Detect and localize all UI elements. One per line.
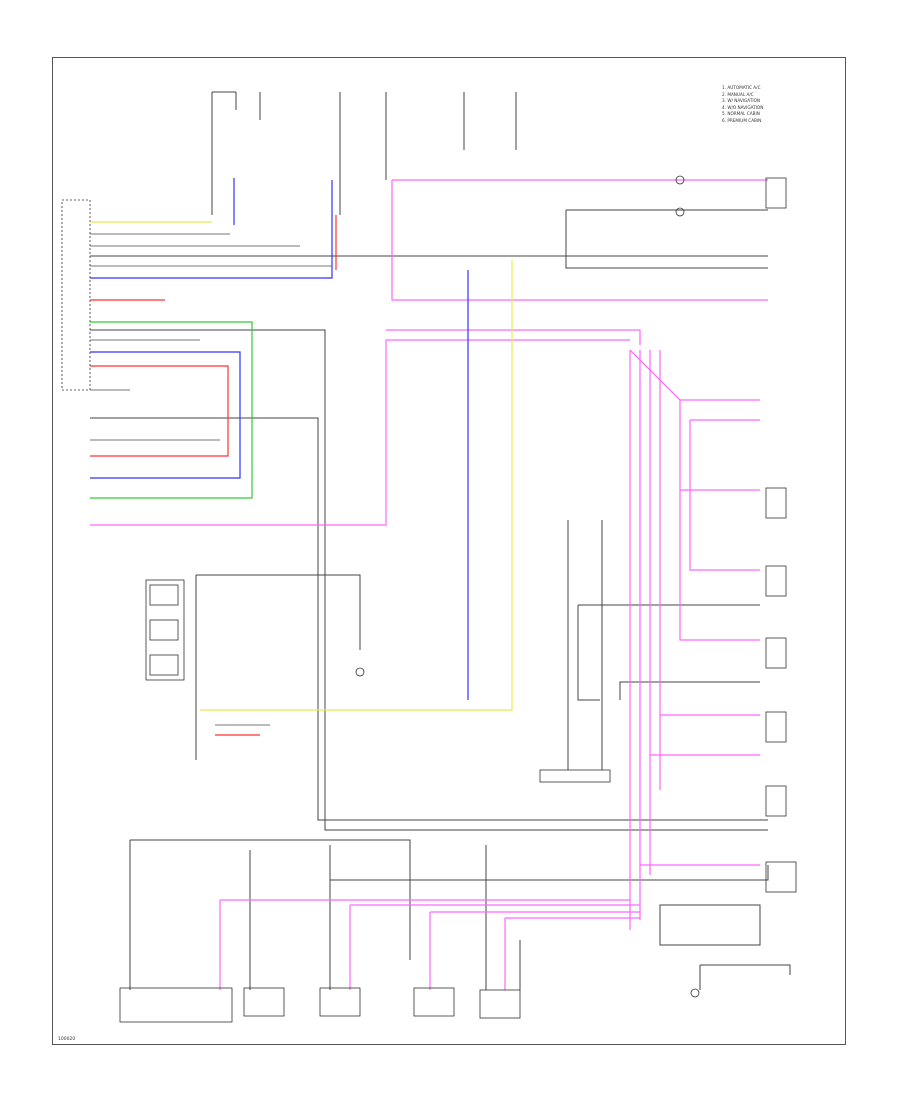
note-item: 6. PREMIUM CABIN xyxy=(722,117,762,123)
note-item: 3. W/ NAVIGATION xyxy=(722,98,761,104)
yellow-wires xyxy=(90,221,513,711)
diagram-id: 100020 xyxy=(58,1037,76,1042)
note-item: 5. NORMAL CABIN xyxy=(722,111,760,117)
legend-notes: 1. AUTOMATIC A/C 2. MANUAL A/C 3. W/ NAV… xyxy=(722,85,763,125)
gray-wires xyxy=(90,233,332,726)
note-item: 1. AUTOMATIC A/C xyxy=(722,85,761,90)
note-item: 2. MANUAL A/C xyxy=(722,91,754,97)
pink-wires xyxy=(90,179,768,990)
red-wires xyxy=(90,215,337,736)
note-item: 4. W/O NAVIGATION xyxy=(722,104,764,110)
green-wires xyxy=(90,321,253,499)
blue-wires xyxy=(90,178,469,700)
dark-wires xyxy=(90,91,791,990)
components xyxy=(61,175,797,1023)
diagram-frame xyxy=(52,57,846,1045)
